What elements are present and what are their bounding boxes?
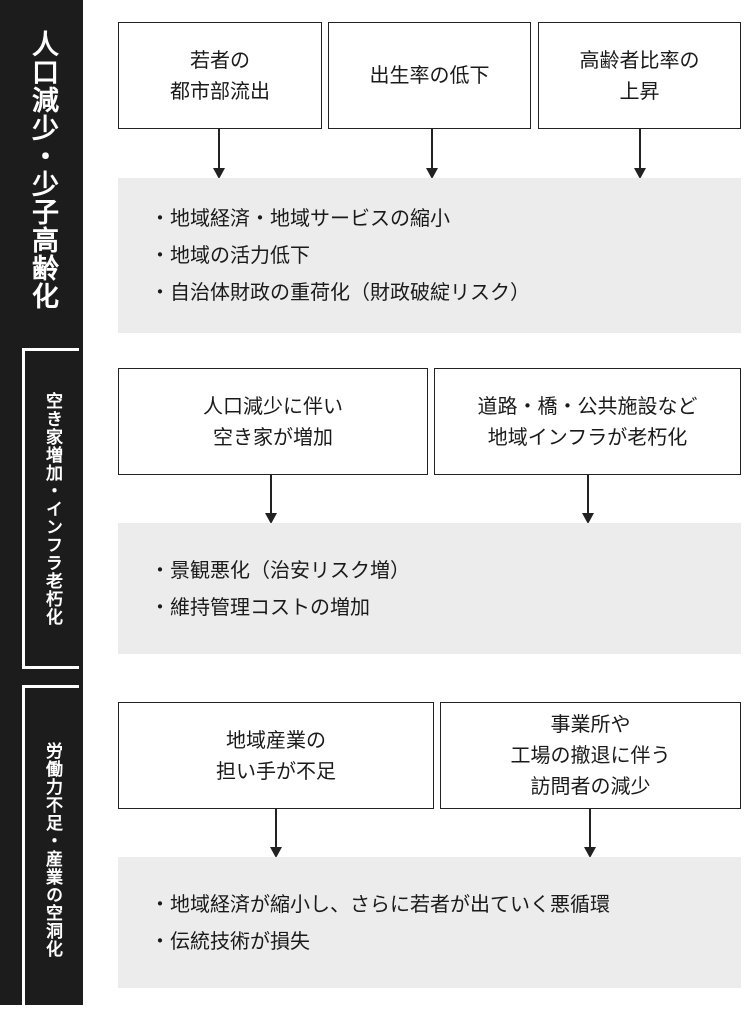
section-title-labor: 労働力不足・産業の空洞化 bbox=[42, 742, 62, 958]
cause-box: 人口減少に伴い 空き家が増加 bbox=[118, 368, 428, 475]
cause-box: 事業所や 工場の撤退に伴う 訪問者の減少 bbox=[440, 702, 741, 809]
arrow-down-icon bbox=[265, 475, 277, 524]
arrow-down-icon bbox=[634, 129, 646, 179]
cause-box: 地域産業の 担い手が不足 bbox=[118, 702, 434, 809]
effects-panel: ・地域経済が縮小し、さらに若者が出ていく悪循環 ・伝統技術が損失 bbox=[118, 857, 741, 988]
section-frame-vacant-houses: 空き家増加・インフラ老朽化 bbox=[22, 348, 79, 669]
arrow-down-icon bbox=[584, 809, 596, 858]
cause-box: 高齢者比率の 上昇 bbox=[538, 22, 741, 129]
arrow-down-icon bbox=[582, 475, 594, 524]
effect-item: ・伝統技術が損失 bbox=[150, 928, 310, 953]
effect-item: ・地域経済・地域サービスの縮小 bbox=[150, 206, 450, 230]
effects-panel: ・景観悪化（治安リスク増） ・維持管理コストの増加 bbox=[118, 523, 741, 654]
effects-panel: ・地域経済・地域サービスの縮小 ・地域の活力低下 ・自治体財政の重荷化（財政破綻… bbox=[118, 178, 741, 333]
arrow-down-icon bbox=[270, 809, 282, 858]
arrow-down-icon bbox=[213, 129, 225, 179]
sidebar: 人口減少・少子高齢化 空き家増加・インフラ老朽化 労働力不足・産業の空洞化 bbox=[0, 0, 83, 1015]
effect-item: ・自治体財政の重荷化（財政破綻リスク） bbox=[150, 280, 530, 304]
cause-box: 若者の 都市部流出 bbox=[118, 22, 322, 129]
effect-item: ・地域の活力低下 bbox=[150, 243, 310, 267]
effect-item: ・地域経済が縮小し、さらに若者が出ていく悪循環 bbox=[150, 891, 610, 916]
section-title-population: 人口減少・少子高齢化 bbox=[27, 30, 58, 310]
cause-box: 出生率の低下 bbox=[328, 22, 531, 129]
arrow-down-icon bbox=[426, 129, 438, 179]
effect-item: ・景観悪化（治安リスク増） bbox=[150, 557, 410, 582]
section-title-vacant-houses: 空き家増加・インフラ老朽化 bbox=[42, 391, 62, 626]
cause-box: 道路・橋・公共施設など 地域インフラが老朽化 bbox=[434, 368, 741, 475]
section-frame-labor: 労働力不足・産業の空洞化 bbox=[22, 685, 79, 1015]
effect-item: ・維持管理コストの増加 bbox=[150, 594, 370, 619]
